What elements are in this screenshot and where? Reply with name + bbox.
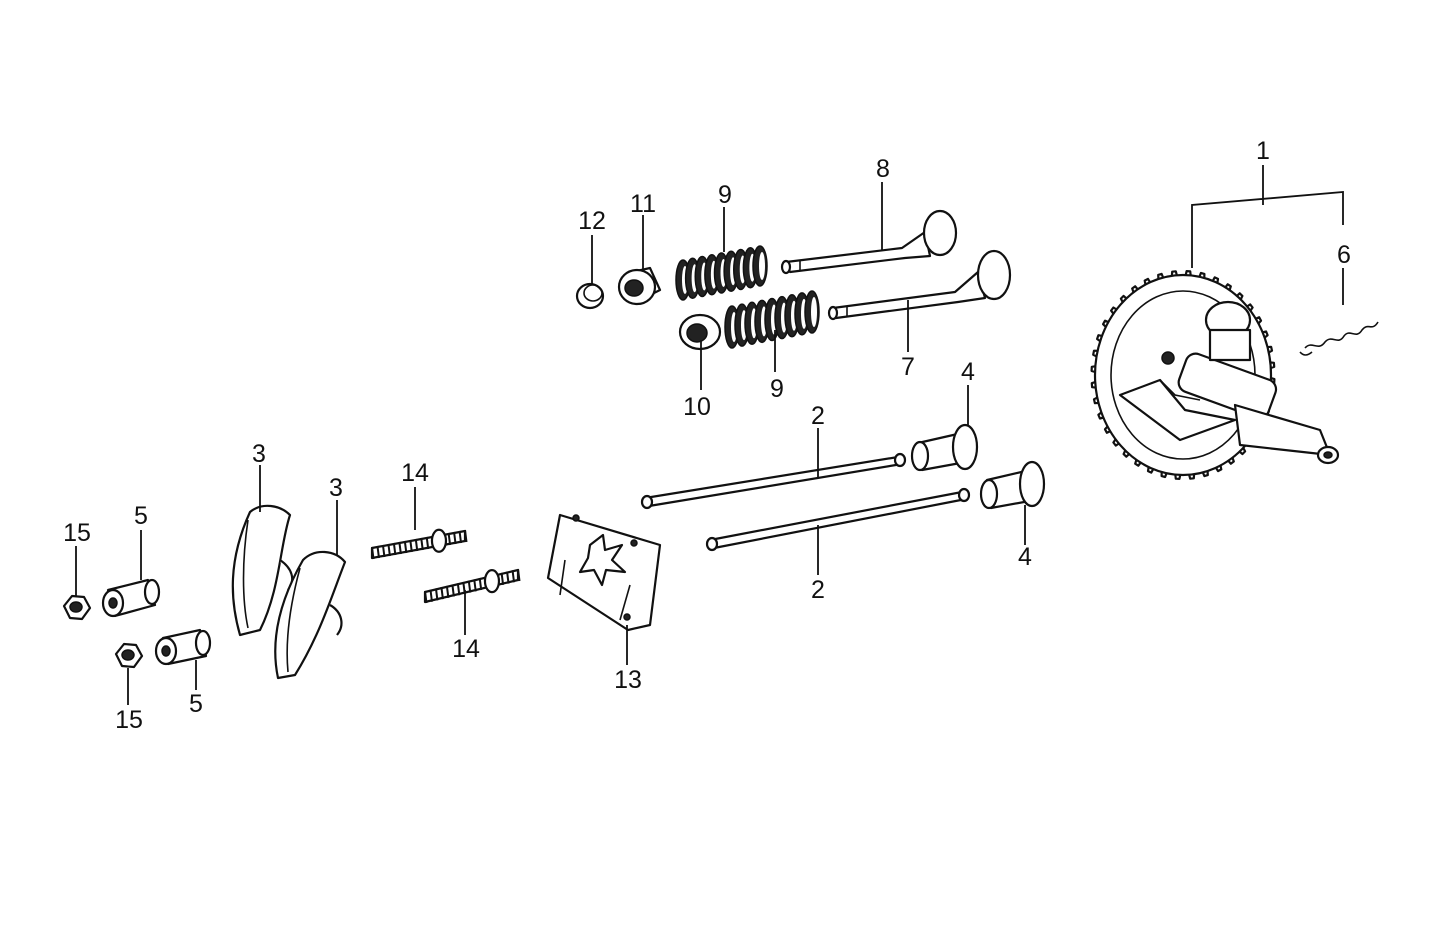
callout-10: 10 (683, 393, 711, 421)
part-push-rod-upper (640, 452, 907, 510)
stud-thread (464, 529, 468, 543)
spring-coil-gap (811, 297, 817, 327)
stud-collar (483, 569, 501, 594)
callout-6: 6 (1337, 241, 1351, 269)
callout-14-lower: 14 (452, 635, 480, 663)
spring-coil-gap (759, 252, 765, 280)
part-spring-small (1299, 321, 1379, 356)
part-stud-upper (370, 528, 468, 560)
part-valve-7 (827, 249, 1012, 321)
stud-thread (453, 531, 457, 545)
callout-4-upper: 4 (961, 358, 975, 386)
callout-labels: 1 6 8 7 9 9 10 11 12 2 2 4 4 13 14 14 3 … (63, 137, 1351, 734)
stud-thread (398, 541, 402, 555)
part-camshaft-gear (1090, 270, 1340, 480)
callout-3-left: 3 (252, 440, 266, 468)
stud-thread (403, 540, 408, 554)
stud-thread (506, 571, 510, 584)
callout-8: 8 (876, 155, 890, 183)
stud-thread (409, 539, 413, 553)
stud-thread (445, 585, 450, 598)
part-retainer-10 (678, 313, 722, 351)
stud-collar (430, 528, 448, 553)
callout-12: 12 (578, 207, 606, 235)
stud-shaft (423, 568, 520, 604)
stud-thread (500, 572, 505, 586)
callout-5-lower: 5 (189, 690, 203, 718)
stud-thread (371, 546, 375, 560)
stud-thread (424, 590, 428, 604)
stud-thread (414, 538, 419, 552)
stud-thread (517, 568, 521, 582)
part-tappet-upper (910, 423, 979, 472)
stud-shaft (370, 529, 467, 560)
part-tappet-lower (979, 460, 1046, 510)
stud-thread (429, 589, 433, 602)
part-nut-lower (114, 642, 144, 669)
stud-thread (440, 586, 444, 600)
callout-9-upper: 9 (718, 181, 732, 209)
part-retainer-11 (617, 266, 662, 306)
callout-5-upper: 5 (134, 502, 148, 530)
callout-4-lower: 4 (1018, 543, 1032, 571)
part-cap-12 (575, 282, 605, 310)
stud-thread (434, 588, 439, 601)
callout-1: 1 (1256, 137, 1270, 165)
part-stud-lower (423, 568, 521, 604)
stud-thread (456, 583, 461, 596)
stud-thread (420, 537, 424, 551)
part-nut-upper (62, 594, 92, 621)
callout-2-lower: 2 (811, 576, 825, 604)
stud-thread (392, 542, 397, 556)
callout-14-upper: 14 (401, 459, 429, 487)
leader-lines (75, 165, 1344, 705)
part-adjuster-upper (101, 578, 161, 618)
callout-9-lower: 9 (770, 375, 784, 403)
stud-thread (451, 584, 455, 597)
callout-3-right: 3 (329, 474, 343, 502)
stud-thread (467, 580, 472, 593)
stud-thread (425, 536, 430, 550)
callout-7: 7 (901, 353, 915, 381)
part-guide-plate (546, 513, 662, 632)
callout-15-upper: 15 (63, 519, 91, 547)
part-adjuster-lower (154, 628, 212, 666)
part-push-rod-lower (705, 487, 971, 552)
stud-thread (387, 543, 391, 557)
stud-thread (447, 532, 452, 546)
stud-thread (381, 544, 386, 558)
callout-2-upper: 2 (811, 402, 825, 430)
stud-thread (376, 545, 380, 559)
part-rocker-arm-right (274, 550, 347, 680)
stud-thread (478, 577, 483, 591)
callout-15-lower: 15 (115, 706, 143, 734)
stud-thread (458, 530, 463, 544)
part-valve-8 (780, 209, 958, 275)
callout-13: 13 (614, 666, 642, 694)
part-valve-spring-lower (724, 290, 820, 349)
callout-11: 11 (630, 190, 656, 218)
part-valve-spring-upper (675, 245, 768, 301)
stud-thread (473, 579, 477, 592)
stud-thread (511, 570, 516, 583)
